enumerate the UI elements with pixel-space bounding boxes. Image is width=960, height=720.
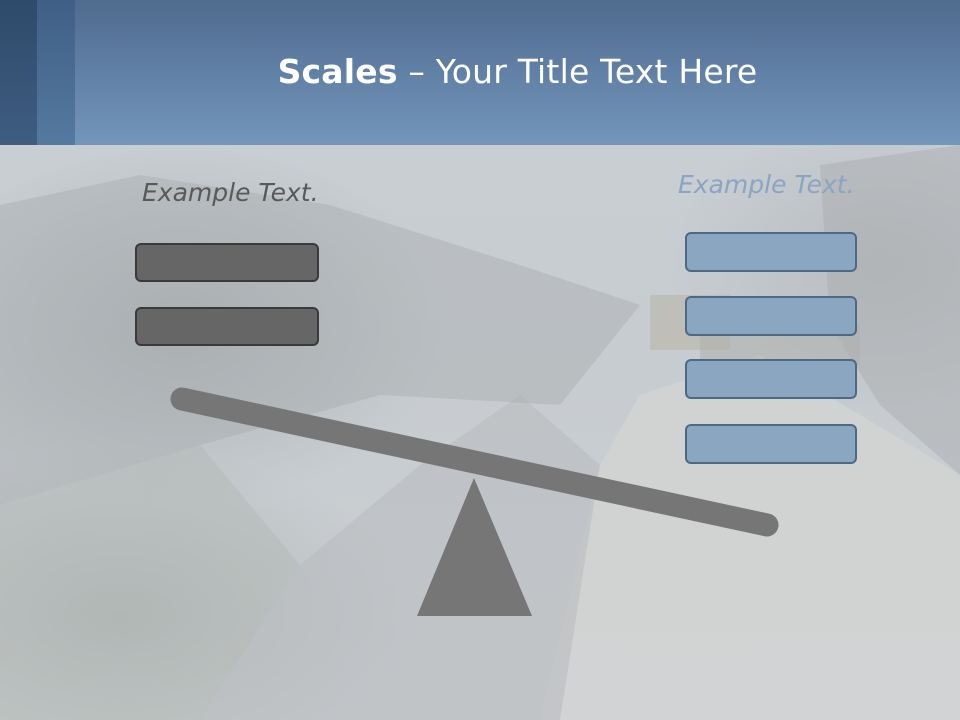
right-box-1 xyxy=(685,232,857,272)
scale-beam xyxy=(170,387,779,537)
header-accent-strip-light xyxy=(37,0,75,145)
right-box-2 xyxy=(685,296,857,336)
page-title: Scales – Your Title Text Here xyxy=(75,52,960,91)
fulcrum-triangle xyxy=(417,478,532,616)
left-box-2 xyxy=(135,307,319,346)
right-box-4 xyxy=(685,424,857,464)
title-bold: Scales xyxy=(277,52,398,91)
left-box-1 xyxy=(135,243,319,282)
title-rest: – Your Title Text Here xyxy=(397,52,758,91)
title-bar: Scales – Your Title Text Here xyxy=(0,0,960,145)
right-box-3 xyxy=(685,359,857,399)
right-label: Example Text. xyxy=(678,170,855,199)
header-accent-strip-dark xyxy=(0,0,37,145)
left-label: Example Text. xyxy=(142,178,319,207)
